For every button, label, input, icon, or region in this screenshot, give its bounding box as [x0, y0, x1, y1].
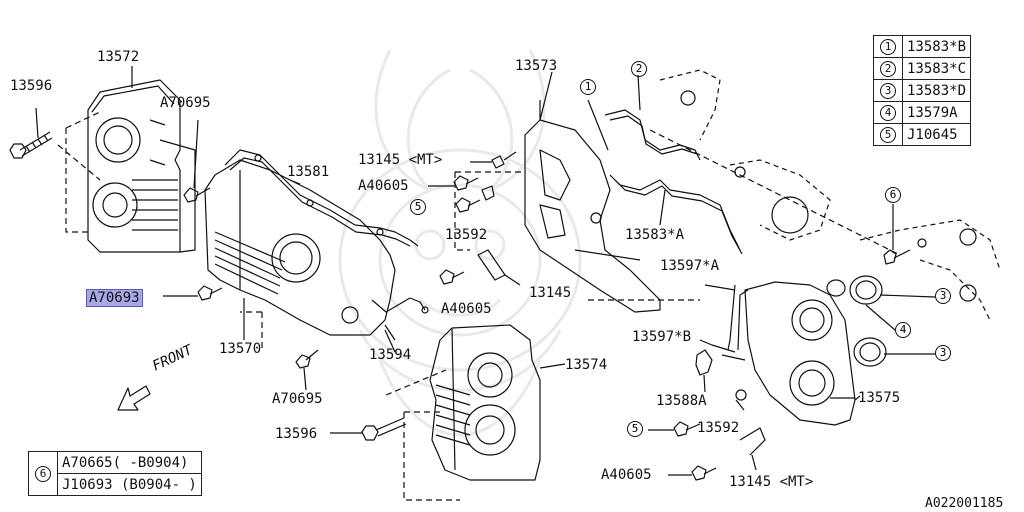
- bolt-a70693: [163, 285, 223, 301]
- label-13596-bottom: 13596: [275, 426, 318, 442]
- label-a70693[interactable]: A70693: [86, 289, 143, 307]
- legend-value: 13579A: [901, 101, 972, 124]
- bolt-a70695-top: [183, 119, 211, 203]
- tensioner-13145-mid: [477, 249, 521, 286]
- callout-4: 4: [895, 322, 911, 338]
- callout-3a: 3: [935, 288, 951, 304]
- legend-key: 2: [880, 60, 896, 77]
- label-13592-mid: 13592: [445, 227, 488, 243]
- legend-row: 1 13583*B: [873, 35, 972, 58]
- legend-value: A70665( -B0904): [57, 451, 202, 474]
- seals-13583d: [826, 275, 936, 367]
- legend-row: 2 13583*C: [873, 57, 972, 80]
- label-a40605-bottom: A40605: [601, 467, 652, 483]
- label-13583a: 13583*A: [625, 227, 685, 243]
- gasket-13581: [224, 149, 419, 247]
- label-13596-top: 13596: [10, 78, 53, 94]
- label-13581: 13581: [287, 164, 330, 180]
- legend-row: 3 13583*D: [873, 79, 972, 102]
- legend-key: 6: [35, 465, 51, 482]
- label-13572: 13572: [97, 49, 140, 65]
- label-a40605-top: A40605: [358, 178, 409, 194]
- legend-value: 13583*C: [901, 57, 972, 80]
- label-13588a: 13588A: [656, 393, 707, 409]
- legend-value: J10693 (B0904- ): [57, 473, 202, 496]
- callout-5a: 5: [410, 199, 426, 215]
- legend-value: J10645: [901, 123, 972, 146]
- label-a40605-mid: A40605: [441, 301, 492, 317]
- legend-table-top: 1 13583*B 2 13583*C 3 13583*D 4 13579A 5…: [873, 35, 972, 146]
- label-13597a: 13597*A: [660, 258, 720, 274]
- callout-1: 1: [580, 79, 596, 95]
- bolt-callout-6: [883, 204, 927, 265]
- legend-value: 13583*B: [901, 35, 972, 58]
- legend-key: 5: [880, 126, 896, 143]
- label-13145-mt-bottom: 13145 <MT>: [729, 474, 814, 490]
- legend-key: 4: [880, 104, 896, 121]
- cover-13573: [524, 100, 661, 313]
- callout-2: 2: [631, 61, 647, 77]
- bolts-13145-top: [428, 151, 517, 285]
- document-number: A022001185: [925, 496, 1004, 511]
- pulley-13592-bottom: [735, 389, 747, 411]
- bolt-13596-top: [9, 107, 53, 159]
- legend-key: 3: [880, 82, 896, 99]
- callout-3b: 3: [935, 345, 951, 361]
- label-13575: 13575: [858, 390, 901, 406]
- label-13570: 13570: [219, 341, 262, 357]
- bolts-lower-right: [648, 421, 766, 481]
- cover-13575: [737, 281, 861, 426]
- legend-row: J10693 (B0904- ): [29, 473, 202, 496]
- bolt-13596-bottom: [330, 417, 407, 441]
- label-13145-mid: 13145: [529, 285, 572, 301]
- legend-row: 6 A70665( -B0904): [28, 451, 202, 496]
- front-arrow: [117, 385, 151, 411]
- label-13574: 13574: [565, 357, 608, 373]
- harness-13594: [371, 297, 429, 341]
- gaskets-13583: [587, 74, 743, 255]
- legend-row: 4 13579A: [873, 101, 972, 124]
- legend-row: 5 J10645: [873, 123, 972, 146]
- cover-13574: [429, 324, 541, 481]
- label-a70695-top: A70695: [160, 95, 211, 111]
- legend-table-bottom: 6 A70665( -B0904) J10693 (B0904- ): [28, 451, 202, 496]
- legend-key: 1: [880, 38, 896, 55]
- callout-5b: 5: [627, 421, 643, 437]
- legend-value: 13583*D: [901, 79, 972, 102]
- label-13594: 13594: [369, 347, 412, 363]
- label-13592-bottom: 13592: [697, 420, 740, 436]
- engine-outline: [649, 69, 1001, 321]
- label-13145-mt-top: 13145 <MT>: [358, 152, 443, 168]
- label-13597b: 13597*B: [632, 329, 692, 345]
- callout-6: 6: [885, 187, 901, 203]
- label-a70695-mid: A70695: [272, 391, 323, 407]
- idler-13588a: [695, 349, 713, 393]
- label-13573: 13573: [515, 58, 558, 74]
- bolt-a70695-mid: [295, 349, 319, 391]
- guides-13597: [699, 284, 746, 361]
